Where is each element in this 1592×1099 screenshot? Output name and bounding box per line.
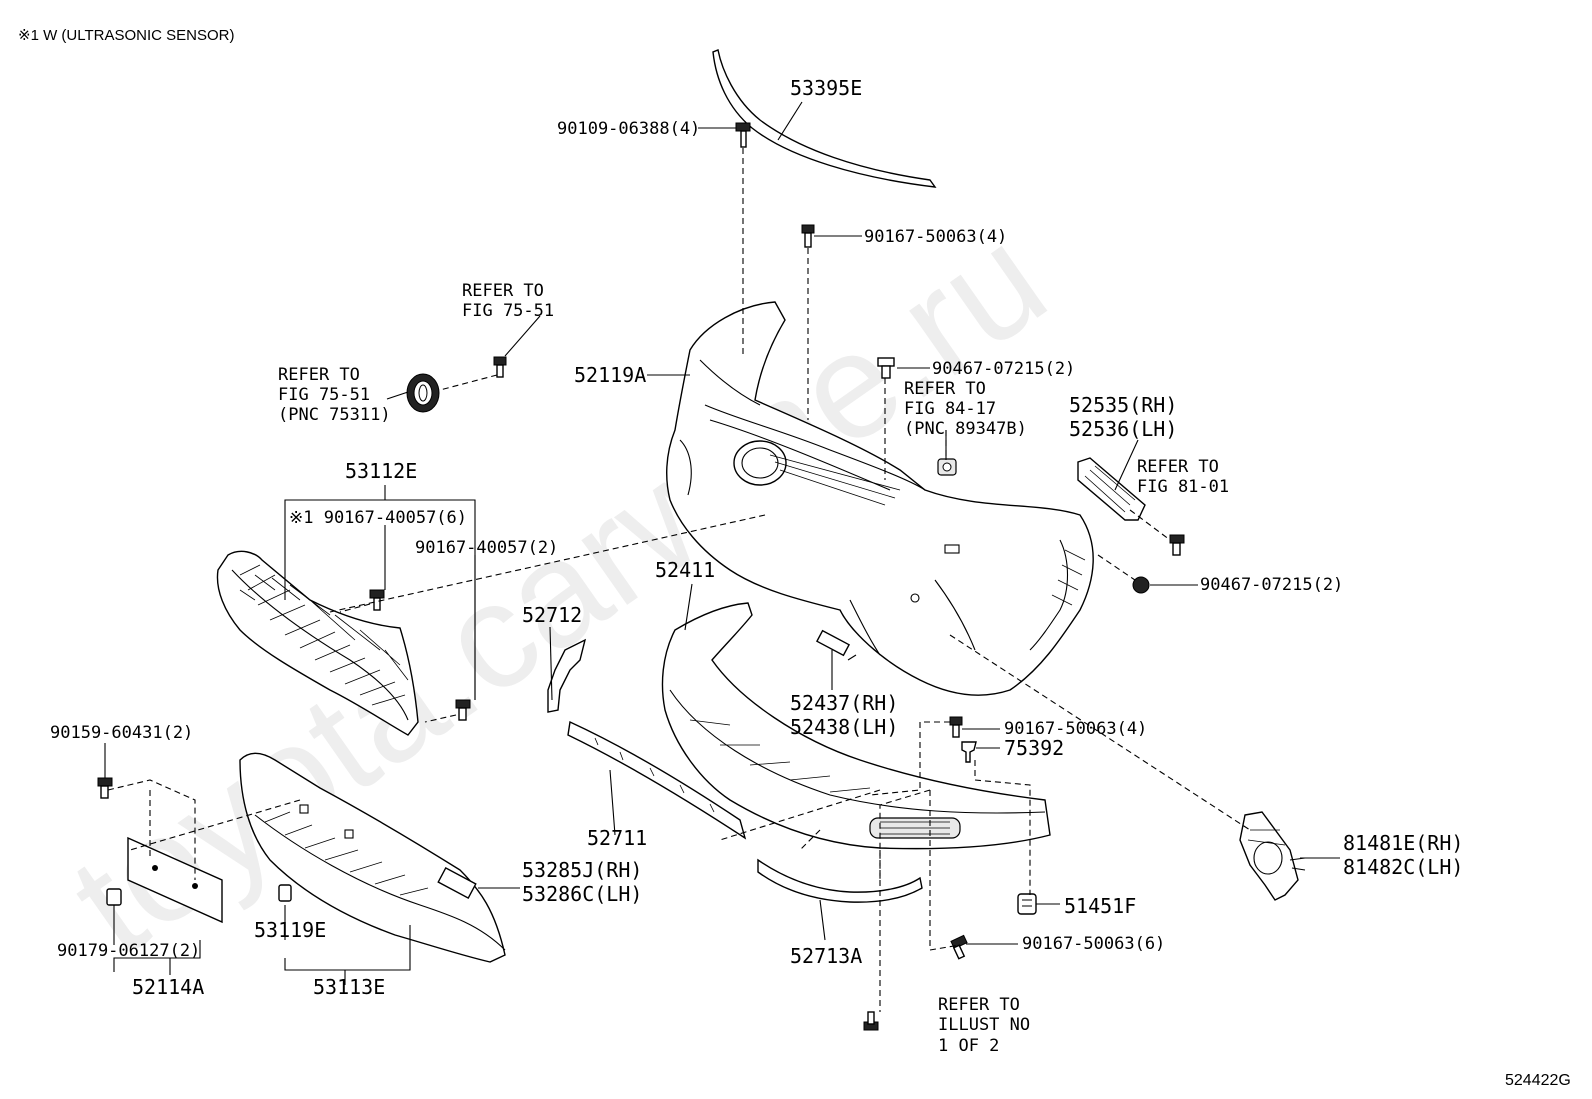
screw-52535 [1169,534,1185,556]
label-75392: 75392 [1004,736,1064,760]
bumper-cover-52119A [666,301,1094,696]
label-90179-06127: 90179-06127(2) [57,941,200,961]
spoiler-strip-52711 [567,720,747,840]
label-90467-07215-right: 90467-07215(2) [1200,575,1343,595]
label-90167-40057-6: ※1 90167-40057(6) [289,508,467,528]
screw-90467-right [1132,576,1150,594]
label-refer-75-51-b-line2: FIG 75-51 [278,385,370,405]
label-52114A: 52114A [132,975,204,999]
screw-90167-50063-mid [949,716,963,738]
label-refer-75-51-b-line1: REFER TO [278,365,360,385]
label-53285J: 53285J(RH) [522,858,642,882]
bracket-52437 [815,629,857,661]
clip-75392 [961,741,977,763]
plate-bracket-52114A [127,836,223,924]
label-90109-06388: 90109-06388(4) [557,119,700,139]
label-refer-81-01-line2: FIG 81-01 [1137,477,1229,497]
label-52712: 52712 [522,603,582,627]
label-52437: 52437(RH) [790,691,898,715]
label-52411: 52411 [655,558,715,582]
clip-90179 [106,888,122,906]
label-refer-75-51-b-line3: (PNC 75311) [278,405,391,425]
label-90467-07215-top: 90467-07215(2) [932,359,1075,379]
label-refer-75-51-a-line2: FIG 75-51 [462,301,554,321]
label-52536: 52536(LH) [1069,417,1177,441]
clip-90467-top [877,357,895,379]
label-81481E: 81481E(RH) [1343,831,1463,855]
label-53113E: 53113E [313,975,385,999]
radiator-grille-53112E [216,550,419,736]
label-52535: 52535(RH) [1069,393,1177,417]
upper-molding-53395E [712,49,937,188]
label-53395E: 53395E [790,76,862,100]
label-90167-50063-6: 90167-50063(6) [1022,934,1165,954]
label-52438: 52438(LH) [790,715,898,739]
label-53119E: 53119E [254,918,326,942]
label-52713A: 52713A [790,944,862,968]
label-refer-illust-line1: REFER TO [938,995,1020,1015]
label-51451F: 51451F [1064,894,1136,918]
cover-53285J [437,867,477,899]
leader-lines [104,101,1340,985]
lower-lip-52713A [757,858,923,903]
lower-grille-53113E [239,752,506,963]
diagram-code: 524422G [1505,1072,1571,1089]
screw-90159 [97,777,113,799]
lower-bumper-52411 [661,602,1051,850]
label-90167-50063-mid: 90167-50063(4) [1004,719,1147,739]
screw-90167-50063-top [801,224,815,248]
retainer-52535 [1077,457,1146,521]
label-52119A: 52119A [574,363,646,387]
label-refer-81-01-line1: REFER TO [1137,457,1219,477]
label-90159-60431: 90159-60431(2) [50,723,193,743]
label-90167-50063-top: 90167-50063(4) [864,227,1007,247]
screw-90167-40057-6 [369,589,385,611]
label-90167-40057-2: 90167-40057(2) [415,538,558,558]
screw-90109 [735,122,751,148]
label-refer-75-51-a-line1: REFER TO [462,281,544,301]
part-labels: 53395E 90109-06388(4) 90167-50063(4) REF… [50,76,1463,1056]
screw-90167-40057-2 [455,699,471,721]
label-53286C: 53286C(LH) [522,882,642,906]
label-53112E: 53112E [345,459,417,483]
label-refer-illust-line3: 1 OF 2 [938,1036,999,1056]
screw-emblem [493,356,507,378]
label-52711: 52711 [587,826,647,850]
screw-90167-50063-6 [950,934,968,960]
fog-lamp-bezel-81481E [1239,811,1306,901]
header-note: ※1 W (ULTRASONIC SENSOR) [18,27,234,44]
emblem [406,373,440,413]
screw-illust [863,1011,879,1031]
label-81482C: 81482C(LH) [1343,855,1463,879]
assembly-lines [107,148,1251,1012]
label-refer-illust-line2: ILLUST NO [938,1015,1030,1035]
label-refer-84-17-line2: FIG 84-17 [904,399,996,419]
clip-53119E [278,884,292,902]
sensor-bracket [937,458,957,476]
label-refer-84-17-line3: (PNC 89347B) [904,419,1027,439]
clip-51451F [1017,893,1037,915]
label-refer-84-17-line1: REFER TO [904,379,986,399]
